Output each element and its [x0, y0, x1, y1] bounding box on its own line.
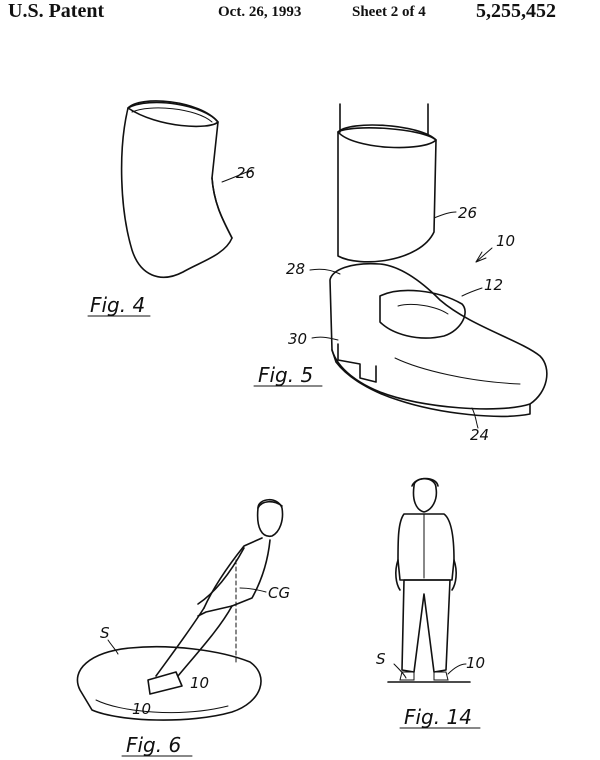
- sheet-number: Sheet 2 of 4: [352, 4, 426, 20]
- figure-6-caption: Fig. 6: [126, 733, 181, 757]
- ref-10-a: 10: [190, 674, 209, 692]
- ref-30: 30: [288, 330, 307, 348]
- patent-number: 5,255,452: [476, 0, 556, 22]
- figure-right-arm: [451, 559, 457, 591]
- figure-4-caption: Fig. 4: [90, 293, 145, 317]
- figure-14-caption: Fig. 14: [404, 705, 472, 729]
- patent-date: Oct. 26, 1993: [218, 4, 302, 20]
- base-surface: [76, 646, 262, 721]
- ref-10: 10: [496, 232, 515, 250]
- ref-cg: CG: [268, 584, 290, 602]
- ref-s: S: [100, 624, 110, 642]
- figure-5-caption: Fig. 5: [258, 363, 313, 387]
- figure-leg: [155, 607, 205, 677]
- figure-head: [256, 498, 284, 537]
- figure-14: S 10 Fig. 14: [376, 477, 485, 729]
- patent-header: U.S. Patent Oct. 26, 1993 Sheet 2 of 4 5…: [0, 0, 600, 30]
- ref-24: 24: [470, 426, 489, 444]
- figure-torso: [397, 513, 455, 581]
- figure-4: 26 Fig. 4: [87, 100, 255, 317]
- figure-legs: [401, 579, 451, 673]
- liner-body: [120, 101, 233, 278]
- ref-28: 28: [286, 260, 305, 278]
- figure-5: 28 26 10 12 30 24 Fig. 5: [253, 103, 548, 444]
- figure-head: [412, 477, 438, 513]
- shoe-upper: [329, 262, 548, 410]
- patent-office-label: U.S. Patent: [8, 0, 105, 22]
- sock-cover-opening: [337, 127, 437, 149]
- ref-26: 26: [458, 204, 477, 222]
- figure-arm: [197, 547, 245, 605]
- ref-10-b: 10: [132, 700, 151, 718]
- shoe-heel: [337, 343, 377, 383]
- ref-26: 26: [236, 164, 255, 182]
- ref-10: 10: [466, 654, 485, 672]
- figure-left-arm: [395, 559, 401, 591]
- penny-strap: [379, 289, 466, 339]
- ref-12: 12: [484, 276, 503, 294]
- shoe-sole: [331, 349, 531, 418]
- liner-opening: [127, 100, 219, 128]
- ref-s: S: [376, 650, 386, 668]
- figure-shoe: [147, 671, 183, 695]
- leader-line: [221, 169, 253, 183]
- figure-6: CG S 10 10 Fig. 6: [76, 498, 290, 757]
- figure-torso: [203, 537, 263, 609]
- sock-cover: [337, 124, 437, 263]
